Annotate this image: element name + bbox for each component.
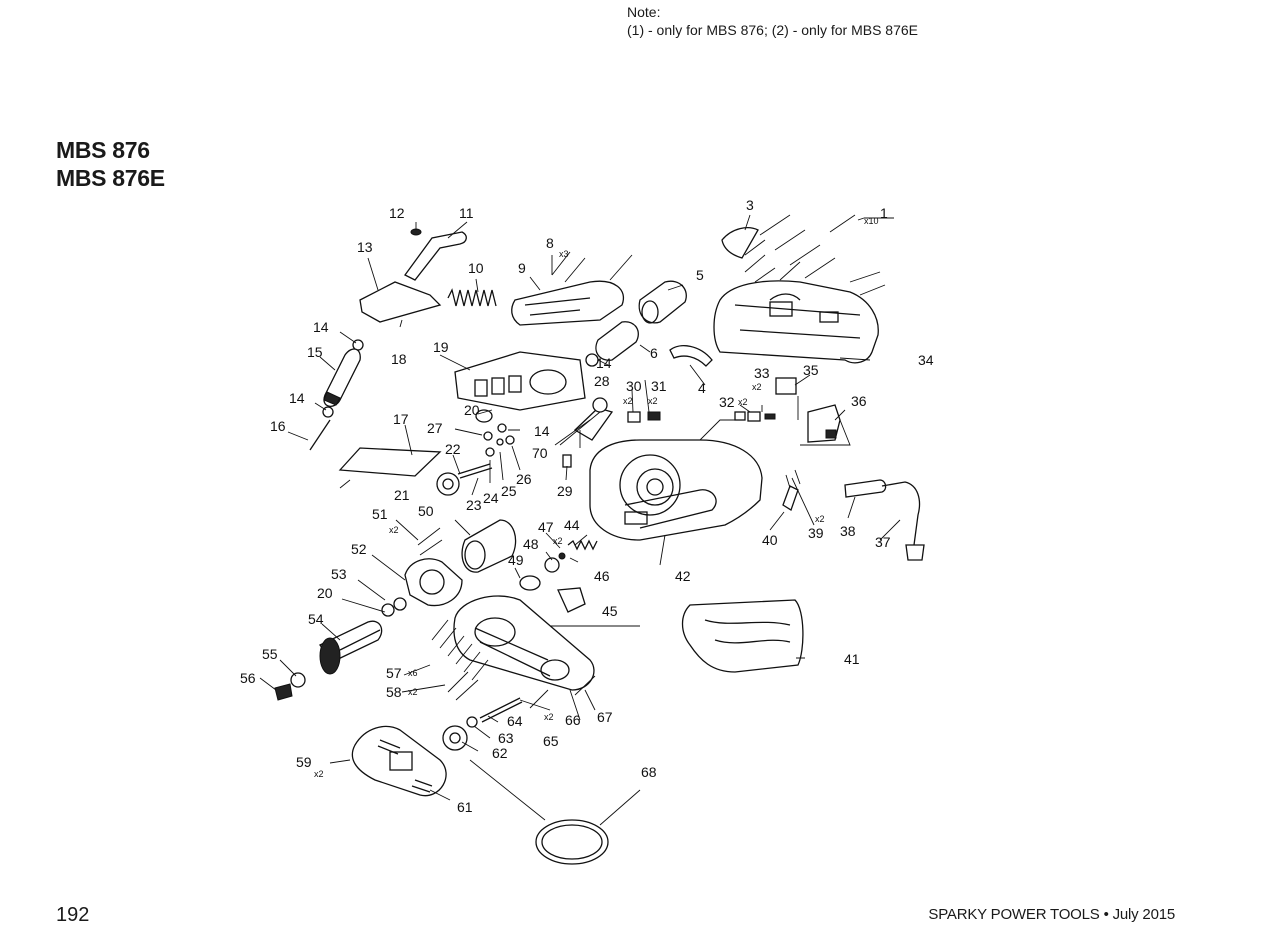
- part-label-24: 24: [483, 490, 499, 506]
- part-label-67: 67: [597, 709, 613, 725]
- part-label-23: 23: [466, 497, 482, 513]
- part-label-34: 34: [918, 352, 934, 368]
- part-label-28: 28: [594, 373, 610, 389]
- part-label-14: 14: [534, 423, 550, 439]
- part-label-51: 51: [372, 506, 388, 522]
- part-label-25: 25: [501, 483, 517, 499]
- part-label-10: 10: [468, 260, 484, 276]
- part-label-6: 6: [650, 345, 658, 361]
- part-label-39: 39: [808, 525, 824, 541]
- part-label-16: 16: [270, 418, 286, 434]
- model-name: MBS 876: [56, 137, 150, 163]
- part-label-62: 62: [492, 745, 508, 761]
- part-label-3: 3: [746, 197, 754, 213]
- part-label-12: 12: [389, 205, 405, 221]
- part-quantity: x2: [752, 382, 762, 392]
- part-label-61: 61: [457, 799, 473, 815]
- part-label-11: 11: [459, 205, 474, 221]
- part-label-41: 41: [844, 651, 860, 667]
- part-label-47: 47: [538, 519, 554, 535]
- part-label-27: 27: [427, 420, 443, 436]
- parts-drawing: [274, 214, 925, 865]
- part-quantity: x2: [408, 687, 418, 697]
- part-label-29: 29: [557, 483, 573, 499]
- part-label-4: 4: [698, 380, 706, 396]
- part-quantity: x3: [559, 249, 569, 259]
- part-quantity: x2: [314, 769, 324, 779]
- note-title: Note:: [627, 4, 661, 20]
- part-label-65: 65: [543, 733, 559, 749]
- part-label-59: 59: [296, 754, 312, 770]
- part-quantity: x2: [389, 525, 399, 535]
- part-label-50: 50: [418, 503, 434, 519]
- part-label-40: 40: [762, 532, 778, 548]
- leader-lines: [259, 214, 901, 826]
- part-quantity: x2: [623, 396, 633, 406]
- part-label-37: 37: [875, 534, 891, 550]
- part-label-14: 14: [313, 319, 329, 335]
- part-label-30: 30: [626, 378, 642, 394]
- part-label-21: 21: [394, 487, 410, 503]
- part-quantity: x10: [864, 216, 879, 226]
- part-label-45: 45: [602, 603, 618, 619]
- part-label-32: 32: [719, 394, 735, 410]
- part-quantity: x2: [815, 514, 825, 524]
- part-label-38: 38: [840, 523, 856, 539]
- part-label-56: 56: [240, 670, 256, 686]
- part-quantity: x2: [738, 397, 748, 407]
- model-name: MBS 876E: [56, 165, 165, 191]
- part-label-9: 9: [518, 260, 526, 276]
- part-label-5: 5: [696, 267, 704, 283]
- part-label-58: 58: [386, 684, 402, 700]
- part-label-20: 20: [317, 585, 333, 601]
- part-quantity: x6: [408, 668, 418, 678]
- part-label-36: 36: [851, 393, 867, 409]
- part-label-13: 13: [357, 239, 373, 255]
- part-label-20: 20: [464, 402, 480, 418]
- part-label-14: 14: [289, 390, 305, 406]
- part-label-18: 18: [391, 351, 407, 367]
- page-number: 192: [56, 904, 90, 926]
- part-label-63: 63: [498, 730, 514, 746]
- part-label-54: 54: [308, 611, 324, 627]
- part-label-17: 17: [393, 411, 409, 427]
- part-label-35: 35: [803, 362, 819, 378]
- part-quantity: x2: [553, 536, 563, 546]
- part-label-64: 64: [507, 713, 523, 729]
- part-label-15: 15: [307, 344, 323, 360]
- part-label-55: 55: [262, 646, 278, 662]
- footer-text: SPARKY POWER TOOLS • July 2015: [928, 906, 1175, 923]
- part-label-52: 52: [351, 541, 367, 557]
- part-label-14: 14: [596, 355, 612, 371]
- part-label-70: 70: [532, 445, 548, 461]
- model-names: MBS 876 MBS 876E: [56, 136, 165, 192]
- part-label-19: 19: [433, 339, 449, 355]
- part-label-53: 53: [331, 566, 347, 582]
- part-label-33: 33: [754, 365, 770, 381]
- part-label-49: 49: [508, 552, 524, 568]
- part-label-42: 42: [675, 568, 691, 584]
- part-label-46: 46: [594, 568, 610, 584]
- part-quantity: x2: [648, 396, 658, 406]
- part-label-66: 66: [565, 712, 581, 728]
- part-quantity: x2: [544, 712, 554, 722]
- part-label-48: 48: [523, 536, 539, 552]
- part-label-8: 8: [546, 235, 554, 251]
- note: Note: (1) - only for MBS 876; (2) - only…: [627, 3, 918, 39]
- part-label-22: 22: [445, 441, 461, 457]
- part-label-68: 68: [641, 764, 657, 780]
- part-label-1: 1: [880, 205, 888, 221]
- part-label-44: 44: [564, 517, 580, 533]
- note-text: (1) - only for MBS 876; (2) - only for M…: [627, 22, 918, 38]
- part-label-57: 57: [386, 665, 402, 681]
- part-label-31: 31: [651, 378, 667, 394]
- part-label-26: 26: [516, 471, 532, 487]
